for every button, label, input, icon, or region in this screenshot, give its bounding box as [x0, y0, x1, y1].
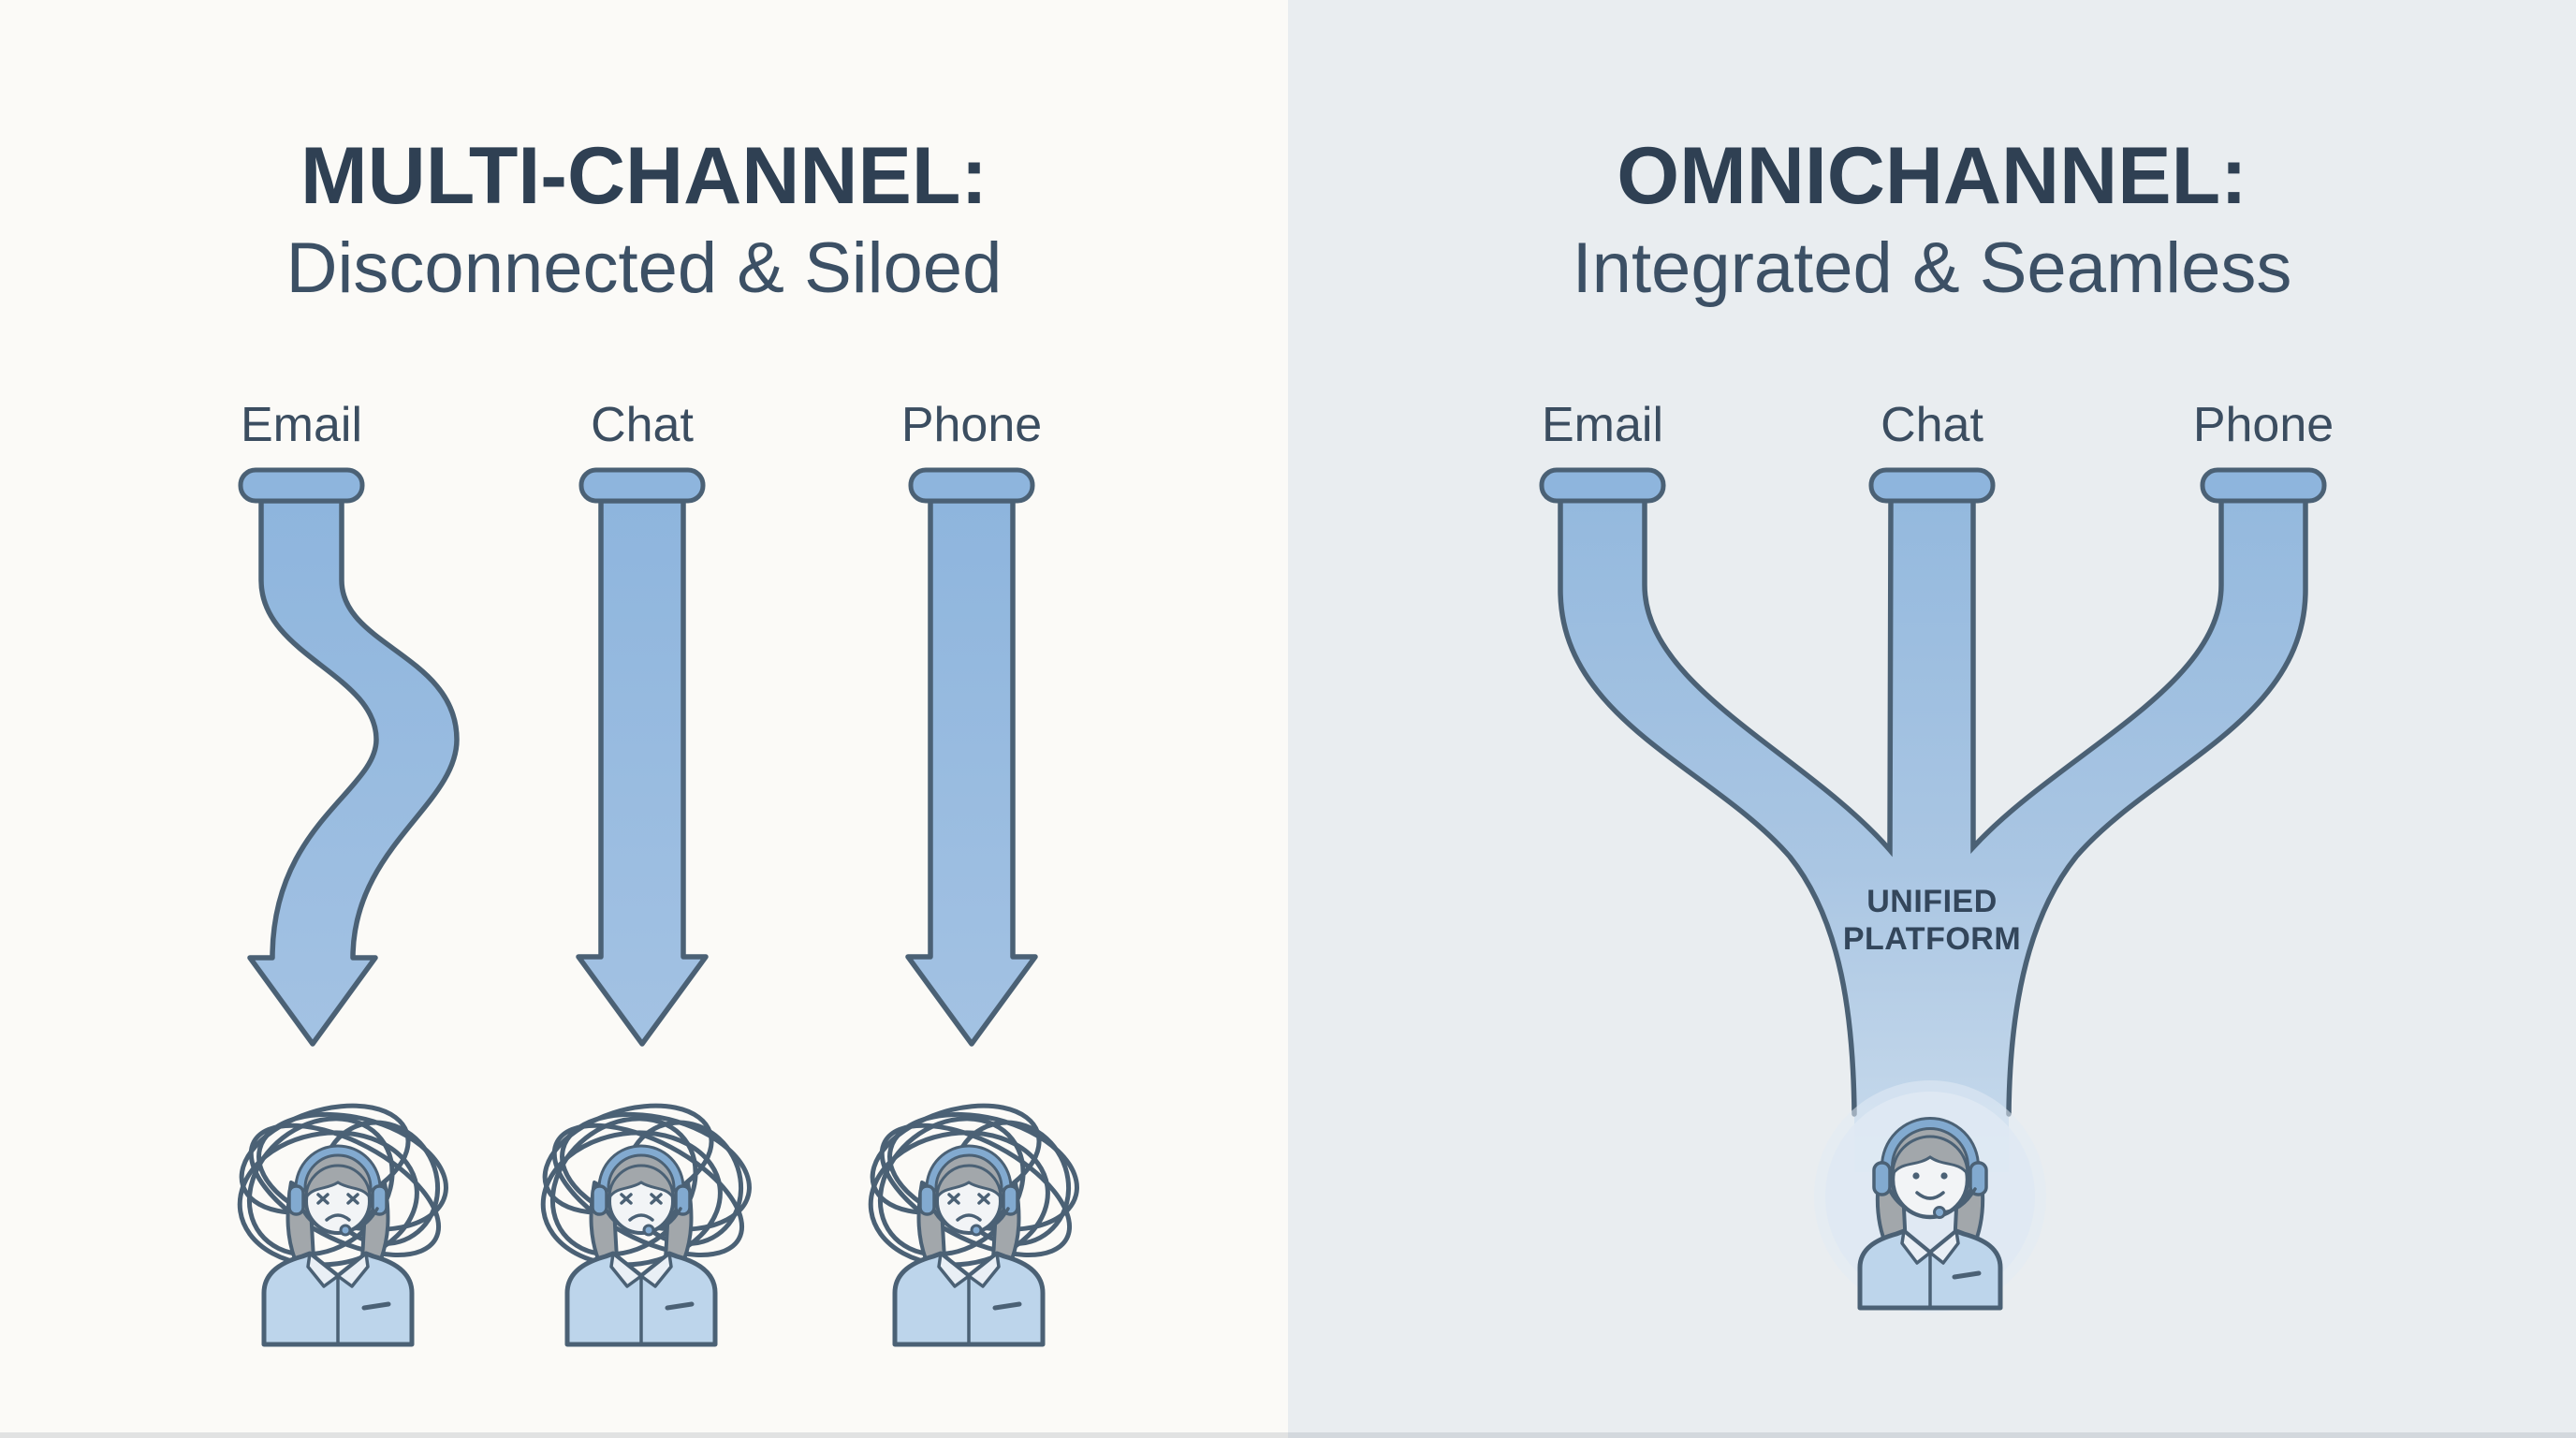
- chat-channel-cap: [1868, 467, 1996, 504]
- bottom-edge-shadow: [0, 1432, 2576, 1438]
- stressed-agent-icon: [525, 1086, 762, 1344]
- right-channel-label-chat: Chat: [1881, 398, 1983, 452]
- funnel-outlines: [1558, 498, 2308, 1117]
- right-channel-label-phone: Phone: [2193, 398, 2334, 452]
- left-channel-label-chat: Chat: [591, 398, 694, 452]
- phone-channel-cap: [908, 467, 1035, 504]
- left-channel-label-email: Email: [241, 398, 362, 452]
- omnichannel-subtitle: Integrated & Seamless: [1572, 228, 2292, 308]
- omnichannel-graphic: Email Chat Phone UNIFIED PLATFORM: [1539, 398, 2334, 1438]
- stressed-agent-icon: [222, 1086, 459, 1344]
- multichannel-panel: MULTI-CHANNEL: Disconnected & Siloed: [0, 0, 1288, 1438]
- unified-platform-label-line1: UNIFIED: [1866, 884, 1998, 919]
- left-channel-label-phone: Phone: [901, 398, 1042, 452]
- multichannel-header: MULTI-CHANNEL: Disconnected & Siloed: [0, 0, 1288, 306]
- phone-straight-arrow: [905, 498, 1038, 1047]
- email-channel-cap: [1539, 467, 1666, 504]
- email-curved-arrow: [247, 498, 460, 1047]
- omnichannel-panel: OMNICHANNEL: Integrated & Seamless: [1288, 0, 2576, 1438]
- omnichannel-header: OMNICHANNEL: Integrated & Seamless: [1288, 0, 2576, 306]
- multichannel-title: MULTI-CHANNEL:: [300, 131, 988, 221]
- right-channel-label-email: Email: [1542, 398, 1663, 452]
- multichannel-subtitle: Disconnected & Siloed: [285, 228, 1003, 308]
- stressed-agent-icon: [853, 1086, 1090, 1344]
- omnichannel-title: OMNICHANNEL:: [1617, 131, 2247, 221]
- unified-platform-label-line2: PLATFORM: [1843, 921, 2021, 957]
- unified-funnel: [1560, 501, 2305, 1172]
- email-channel-cap: [238, 467, 365, 504]
- chat-channel-cap: [578, 467, 706, 504]
- multichannel-graphic: Email Chat Phone: [0, 398, 1288, 1438]
- phone-channel-cap: [2200, 467, 2327, 504]
- chat-straight-arrow: [576, 498, 709, 1047]
